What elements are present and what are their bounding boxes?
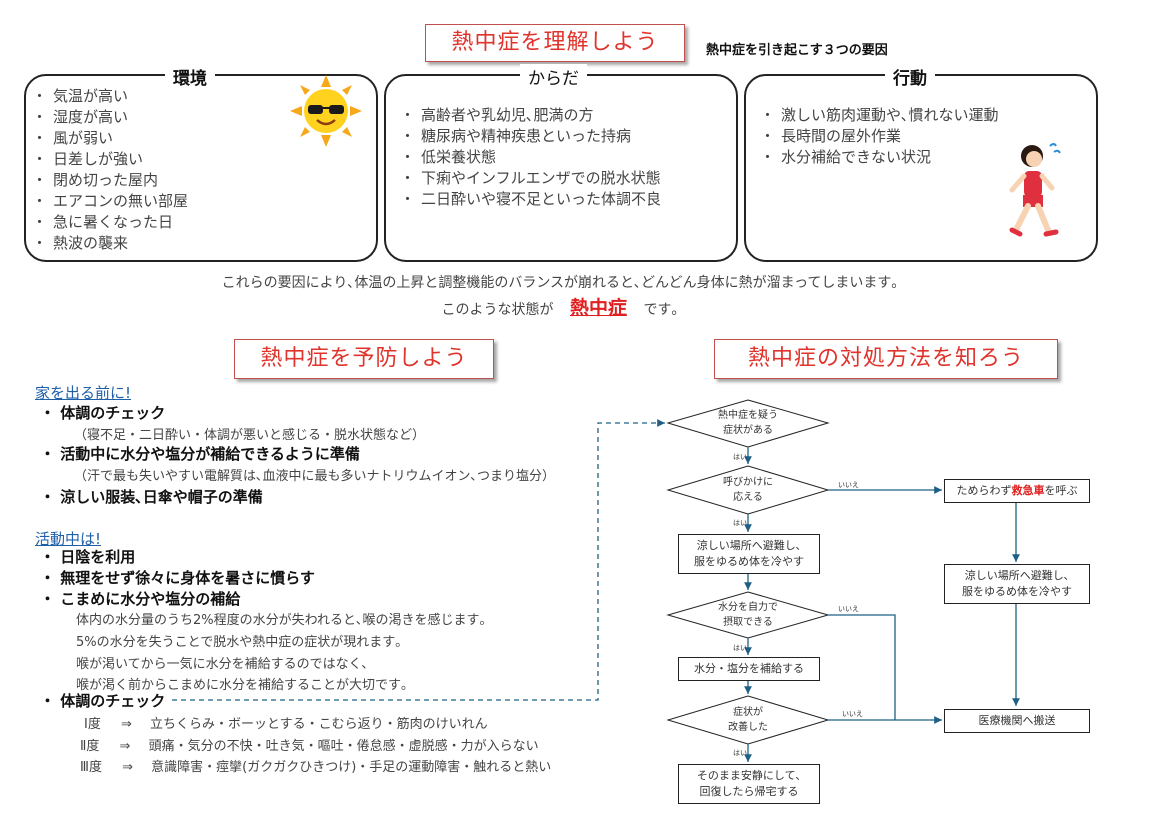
before-item-1-note: （寝不足・二日酔い・体調が悪いと感じる・脱水状態など） [74,428,426,443]
label-no: いいえ [842,710,863,718]
list-item: 糖尿病や精神疾患といった持病 [400,126,661,147]
list-item: 気温が高い [32,86,188,107]
list-item: 下痢やインフルエンザでの脱水状態 [400,168,661,189]
call-post: を呼ぶ [1044,484,1078,497]
diamond-suspect-text: 熱中症を疑う 症状がある [688,408,808,438]
box-line: 服をゆるめ体を冷やす [694,555,804,568]
page-subtitle: 熱中症を引き起こす３つの要因 [706,43,888,58]
list-item: 閉め切った屋内 [32,170,188,191]
diamond-line: 症状がある [723,425,773,436]
list-item: 日差しが強い [32,149,188,170]
level-row: Ⅰ度 ⇒ 立ちくらみ・ボーッとする・こむら返り・筋肉のけいれん [84,713,488,732]
level-arrow: ⇒ [122,760,134,775]
box-hospital: 医療機関へ搬送 [944,709,1090,733]
response-title: 熱中症の対処方法を知ろう [714,339,1058,379]
label-yes: はい [733,453,747,461]
list-item: 風が弱い [32,128,188,149]
box-line: 涼しい場所へ避難し､ [964,569,1070,582]
box-line: そのまま安静にして､ [696,769,802,782]
diamond-line: 応える [733,492,763,503]
environment-panel-title: 環境 [165,64,215,89]
level-desc: 頭痛・気分の不快・吐き気・嘔吐・倦怠感・虚脱感・力が入らない [148,739,539,754]
summary-line-2: このような状態が 熱中症 です｡ [0,293,1120,320]
list-item: 激しい筋肉運動や､慣れない運動 [760,105,999,126]
box-line: 回復したら帰宅する [699,785,799,798]
water-note-3: 喉が渇いてから一気に水分を補給するのではなく､ [76,657,369,672]
environment-list: 気温が高い 湿度が高い 風が弱い 日差しが強い 閉め切った屋内 エアコンの無い部… [32,86,188,254]
level-row: Ⅱ度 ⇒ 頭痛・気分の不快・吐き気・嘔吐・倦怠感・虚脱感・力が入らない [80,735,539,754]
during-item-3: ・ こまめに水分や塩分の補給 [40,590,241,608]
diamond-respond-text: 呼びかけに 応える [688,475,808,505]
summary-key-word: 熱中症 [569,297,627,319]
list-item: 二日酔いや寝不足といった体調不良 [400,189,661,210]
label-yes: はい [733,644,747,652]
ambulance-word: 救急車 [1011,484,1045,497]
level-arrow: ⇒ [120,717,132,732]
list-item: 水分補給できない状況 [760,147,999,168]
label-yes: はい [733,519,747,527]
label-no: いいえ [838,605,859,613]
box-hydrate: 水分・塩分を補給する [678,657,820,681]
diamond-line: 症状が [733,707,763,718]
list-item: 長時間の屋外作業 [760,126,999,147]
list-item: 急に暑くなった日 [32,212,188,233]
diamond-improved-text: 症状が 改善した [688,705,808,735]
during-item-2: ・ 無理をせず徐々に身体を暑さに慣らす [40,569,315,587]
water-note-4: 喉が渇く前からこまめに水分を補給することが大切です｡ [76,678,408,693]
list-item: 低栄養状態 [400,147,661,168]
list-item: 熱波の襲来 [32,233,188,254]
condition-check-label: ・ 体調のチェック [40,692,166,710]
box-line: 涼しい場所へ避難し､ [696,539,802,552]
before-item-3: ・ 涼しい服装､日傘や帽子の準備 [40,488,263,506]
before-leaving-heading: 家を出る前に! [35,384,132,402]
before-item-2-note: （汗で最も失いやすい電解質は､血液中に最も多いナトリウムイオン､つまり塩分） [74,469,556,484]
level-grade: Ⅱ度 [80,739,100,754]
runner-illustration [1009,143,1061,237]
action-panel-title: 行動 [885,64,935,89]
level-arrow: ⇒ [119,739,131,754]
body-list: 高齢者や乳幼児､肥満の方 糖尿病や精神疾患といった持病 低栄養状態 下痢やインフ… [400,105,661,210]
summary-line-2-pre: このような状態が [441,302,554,318]
water-note-2: 5%の水分を失うことで脱水や熱中症の症状が現れます｡ [76,635,402,650]
page-title: 熱中症を理解しよう [425,24,685,62]
diamond-line: 熱中症を疑う [718,410,778,421]
box-call-ambulance: ためらわず救急車を呼ぶ [944,479,1090,503]
level-desc: 立ちくらみ・ボーッとする・こむら返り・筋肉のけいれん [150,717,488,732]
summary-line-1: これらの要因により､体温の上昇と調整機能のバランスが崩れると､どんどん身体に熱が… [221,275,899,291]
summary-line-2-post: です｡ [643,302,679,318]
diamond-line: 摂取できる [723,617,773,628]
body-panel-title: からだ [520,64,587,89]
label-no: いいえ [838,481,859,489]
list-item: 湿度が高い [32,107,188,128]
water-note-1: 体内の水分量のうち2%程度の水分が失われると､喉の渇きを感じます｡ [76,613,486,628]
dashed-connector [172,419,665,701]
diamond-line: 改善した [728,722,768,733]
level-desc: 意識障害・痙攣(ガクガクひきつけ)・手足の運動障害・触れると熱い [151,760,552,775]
list-item: 高齢者や乳幼児､肥満の方 [400,105,661,126]
diamond-drink-text: 水分を自力で 摂取できる [688,600,808,630]
level-grade: Ⅰ度 [84,717,101,732]
call-pre: ためらわず [956,484,1012,497]
during-activity-heading: 活動中は! [35,530,102,548]
level-grade: Ⅲ度 [80,760,102,775]
prevent-title: 熱中症を予防しよう [234,339,494,379]
level-row: Ⅲ度 ⇒ 意識障害・痙攣(ガクガクひきつけ)・手足の運動障害・触れると熱い [80,756,551,775]
box-cool-down-right: 涼しい場所へ避難し､ 服をゆるめ体を冷やす [944,564,1090,604]
box-rest-home: そのまま安静にして､ 回復したら帰宅する [678,764,820,804]
label-yes: はい [733,749,747,757]
before-item-1: ・ 体調のチェック [40,404,166,422]
action-list: 激しい筋肉運動や､慣れない運動 長時間の屋外作業 水分補給できない状況 [760,105,999,168]
box-cool-down: 涼しい場所へ避難し､ 服をゆるめ体を冷やす [678,534,820,574]
sun-illustration [290,75,362,147]
diamond-line: 呼びかけに [723,477,773,488]
during-item-1: ・ 日陰を利用 [40,548,136,566]
list-item: エアコンの無い部屋 [32,191,188,212]
before-item-2: ・ 活動中に水分や塩分が補給できるように準備 [40,445,360,463]
box-line: 服をゆるめ体を冷やす [962,585,1072,598]
diamond-line: 水分を自力で [718,602,778,613]
